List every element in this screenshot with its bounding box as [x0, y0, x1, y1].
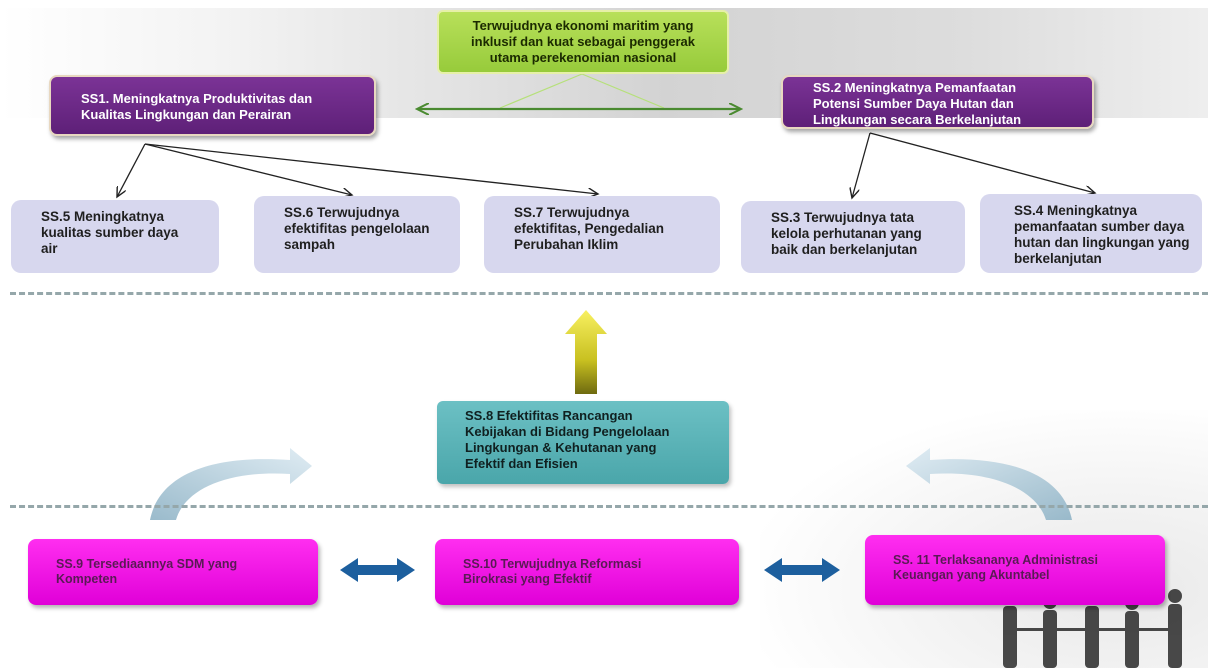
goal-line-1: Terwujudnya ekonomi maritim yang	[472, 18, 694, 33]
goal-box: Terwujudnya ekonomi maritim yang inklusi…	[437, 10, 729, 74]
ss8-line-2: Kebijakan di Bidang Pengelolaan	[465, 424, 670, 439]
ss11-box: SS. 11 Terlaksananya Administrasi Keuang…	[865, 535, 1165, 605]
ss7-line-1: SS.7 Terwujudnya	[514, 205, 630, 220]
ss4-line-3: hutan dan lingkungan yang	[1014, 235, 1190, 250]
ss10-line-2: Birokrasi yang Efektif	[463, 572, 592, 586]
ss8-box: SS.8 Efektifitas Rancangan Kebijakan di …	[437, 401, 729, 484]
divider-dashed-lower	[10, 505, 1208, 508]
ss1-box: SS1. Meningkatnya Produktivitas dan Kual…	[49, 75, 376, 136]
ss6-line-1: SS.6 Terwujudnya	[284, 205, 400, 220]
arrow-ss1-ss6	[144, 143, 352, 195]
ss5-box: SS.5 Meningkatnya kualitas sumber daya a…	[11, 200, 219, 273]
ss2-box: SS.2 Meningkatnya Pemanfaatan Potensi Su…	[781, 75, 1094, 129]
ss11-line-1: SS. 11 Terlaksananya Administrasi	[893, 553, 1098, 567]
goal-connector-left	[499, 73, 583, 109]
curved-arrow-left	[150, 448, 312, 520]
goal-line-2: inklusif dan kuat sebagai penggerak	[471, 34, 695, 49]
ss8-line-3: Lingkungan & Kehutanan yang	[465, 440, 657, 455]
ss4-box: SS.4 Meningkatnya pemanfaatan sumber day…	[980, 194, 1202, 273]
arrow-ss2-ss3	[852, 132, 871, 198]
ss3-line-3: baik dan berkelanjutan	[771, 242, 918, 257]
blue-double-arrow-right	[764, 558, 840, 582]
ss1-line-2: Kualitas Lingkungan dan Perairan	[81, 107, 292, 122]
divider-dashed-upper	[10, 292, 1208, 295]
ss2-line-2: Potensi Sumber Daya Hutan dan	[813, 96, 1014, 111]
ss11-line-2: Keuangan yang Akuntabel	[893, 568, 1050, 582]
ss3-line-2: kelola perhutanan yang	[771, 226, 922, 241]
ss4-line-2: pemanfaatan sumber daya	[1014, 219, 1185, 234]
ss3-line-1: SS.3 Terwujudnya tata	[771, 210, 915, 225]
goal-line-3: utama perekenomian nasional	[489, 50, 677, 65]
ss5-line-1: SS.5 Meningkatnya	[41, 209, 165, 224]
ss8-line-1: SS.8 Efektifitas Rancangan	[465, 408, 633, 423]
ss2-line-3: Lingkungan secara Berkelanjutan	[813, 112, 1022, 127]
ss6-line-3: sampah	[284, 237, 336, 252]
ss4-line-4: berkelanjutan	[1014, 251, 1102, 266]
ss4-line-1: SS.4 Meningkatnya	[1014, 203, 1138, 218]
blue-double-arrow-left	[340, 558, 415, 582]
arrow-ss1-ss5	[117, 143, 146, 197]
ss5-line-2: kualitas sumber daya	[41, 225, 179, 240]
yellow-up-arrow	[565, 310, 607, 394]
ss9-box: SS.9 Tersediaannya SDM yang Kompeten	[28, 539, 318, 605]
ss3-box: SS.3 Terwujudnya tata kelola perhutanan …	[741, 201, 965, 273]
ss9-line-1: SS.9 Tersediaannya SDM yang	[56, 557, 238, 571]
ss7-line-2: efektifitas, Pengedalian	[514, 221, 665, 236]
ss2-line-1: SS.2 Meningkatnya Pemanfaatan	[813, 80, 1017, 95]
goal-connector-right	[581, 73, 665, 109]
ss7-box: SS.7 Terwujudnya efektifitas, Pengedalia…	[484, 196, 720, 273]
ss6-line-2: efektifitas pengelolaan	[284, 221, 430, 236]
curved-arrow-right	[906, 448, 1072, 520]
arrow-ss2-ss4	[869, 132, 1095, 193]
ss9-line-2: Kompeten	[56, 572, 118, 586]
ss1-line-1: SS1. Meningkatnya Produktivitas dan	[81, 91, 313, 106]
ss8-line-4: Efektif dan Efisien	[465, 456, 578, 471]
ss5-line-3: air	[41, 241, 58, 256]
ss7-line-3: Perubahan Iklim	[514, 237, 619, 252]
ss6-box: SS.6 Terwujudnya efektifitas pengelolaan…	[254, 196, 460, 273]
ss10-line-1: SS.10 Terwujudnya Reformasi	[463, 557, 642, 571]
arrow-ss1-ss7	[144, 143, 598, 194]
ss10-box: SS.10 Terwujudnya Reformasi Birokrasi ya…	[435, 539, 739, 605]
